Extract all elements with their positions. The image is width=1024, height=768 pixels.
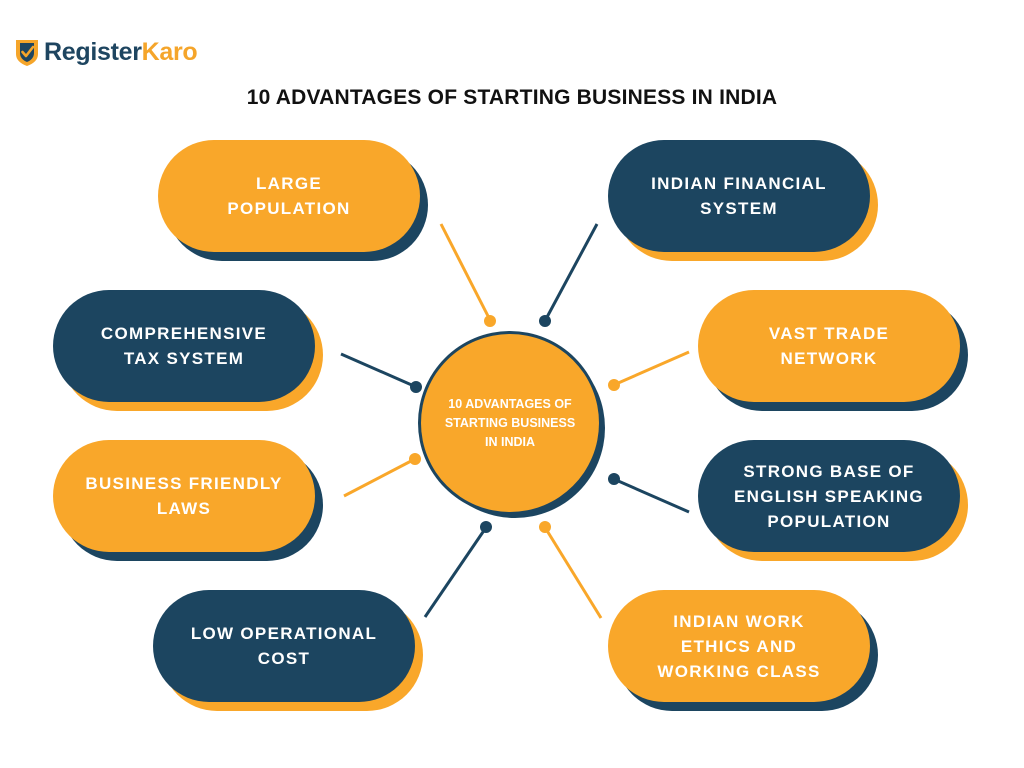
item-indian-financial-system: INDIAN FINANCIAL SYSTEM [608, 140, 878, 261]
item-business-friendly-laws: BUSINESS FRIENDLY LAWS [53, 440, 323, 561]
item-label: INDIAN FINANCIAL SYSTEM [608, 140, 870, 252]
item-label: LOW OPERATIONAL COST [153, 590, 415, 702]
connector-low-operational-cost [423, 521, 492, 618]
connector-vast-trade-network [608, 350, 690, 391]
item-label: COMPREHENSIVE TAX SYSTEM [53, 290, 315, 402]
connector-business-friendly-laws [343, 453, 421, 498]
brand-name-part1: Register [44, 37, 142, 66]
shield-check-icon [16, 40, 38, 66]
item-label: BUSINESS FRIENDLY LAWS [53, 440, 315, 552]
brand-logo: RegisterKaro [14, 34, 198, 70]
item-comprehensive-tax-system: COMPREHENSIVE TAX SYSTEM [53, 290, 323, 411]
item-vast-trade-network: VAST TRADE NETWORK [698, 290, 968, 411]
center-circle: 10 ADVANTAGES OF STARTING BUSINESS IN IN… [421, 334, 599, 512]
item-large-population: LARGE POPULATION [158, 140, 428, 261]
item-label: STRONG BASE OF ENGLISH SPEAKING POPULATI… [698, 440, 960, 552]
brand-name-part2: Karo [141, 37, 198, 66]
page-title: 10 ADVANTAGES OF STARTING BUSINESS IN IN… [246, 86, 778, 109]
item-label: INDIAN WORK ETHICS AND WORKING CLASS [608, 590, 870, 702]
item-strong-base-english: STRONG BASE OF ENGLISH SPEAKING POPULATI… [698, 440, 968, 561]
connector-large-population [439, 223, 496, 327]
item-label: LARGE POPULATION [158, 140, 420, 252]
connector-comprehensive-tax-system [340, 352, 422, 393]
item-indian-work-ethics: INDIAN WORK ETHICS AND WORKING CLASS [608, 590, 878, 711]
connector-strong-base-english [608, 473, 690, 514]
connector-indian-financial-system [539, 223, 599, 327]
item-label: VAST TRADE NETWORK [698, 290, 960, 402]
item-low-operational-cost: LOW OPERATIONAL COST [153, 590, 423, 711]
connector-indian-work-ethics [539, 521, 603, 619]
brand-name: RegisterKaro [44, 37, 198, 67]
